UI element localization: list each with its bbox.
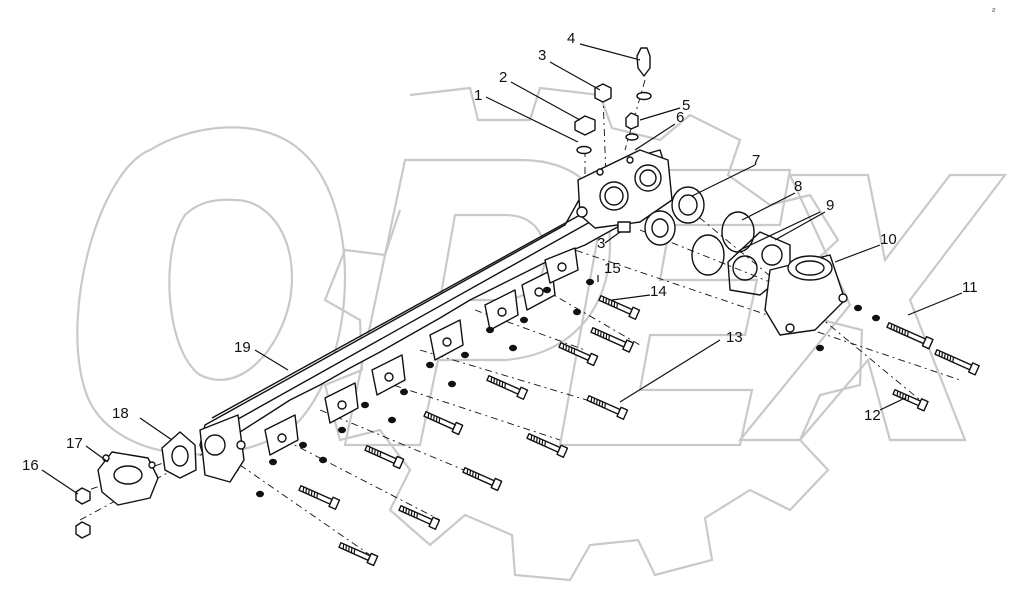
callout-15: 15: [604, 260, 621, 277]
washer: [486, 326, 494, 334]
bolt: [934, 349, 980, 376]
leader-lines: [41, 43, 963, 495]
callout-11: 11: [962, 279, 978, 296]
bolt: [486, 375, 529, 400]
bolt: [892, 389, 929, 412]
washer: [816, 344, 824, 352]
sensor-part-4: [636, 47, 652, 101]
water-manifold-part-19: [199, 149, 673, 483]
callout-3-top: 3: [538, 47, 546, 64]
washer: [509, 344, 517, 352]
callout-8: 8: [794, 178, 802, 195]
callout-19: 19: [234, 339, 251, 356]
callout-3-lower: 3: [597, 235, 605, 252]
washer: [448, 380, 456, 388]
washer: [461, 351, 469, 359]
bolt: [462, 467, 503, 492]
callout-18: 18: [112, 405, 129, 422]
bolts-parts-11-12-13-14: [298, 295, 980, 567]
plug-part-1: [574, 115, 596, 155]
callout-6: 6: [676, 109, 684, 126]
callout-7: 7: [752, 152, 760, 169]
callout-13: 13: [726, 329, 743, 346]
bolt: [364, 445, 405, 470]
washer: [854, 304, 862, 312]
bolt: [886, 322, 934, 350]
gasket-part-18: [161, 431, 197, 479]
bolt: [338, 542, 379, 567]
bolt: [586, 395, 629, 420]
washer: [520, 316, 528, 324]
callout-12: 12: [864, 407, 881, 424]
washer: [361, 401, 369, 409]
washer: [586, 278, 594, 286]
plug-part-5: [625, 112, 639, 141]
washer: [573, 308, 581, 316]
callout-9: 9: [826, 197, 834, 214]
callout-5: 5: [682, 97, 690, 114]
callout-17: 17: [66, 435, 83, 452]
bolt: [598, 295, 641, 320]
washer: [256, 490, 264, 498]
seal-ring-part-8: [691, 211, 755, 276]
washer: [299, 441, 307, 449]
callout-2: 2: [499, 69, 507, 86]
bolt: [398, 505, 441, 530]
bolt: [558, 342, 599, 367]
thermostat-part-7: [617, 186, 705, 246]
bolt: [298, 485, 341, 510]
bolt: [590, 327, 635, 353]
washer: [426, 361, 434, 369]
callout-1: 1: [474, 87, 482, 104]
elbow-part-17: [97, 451, 159, 506]
washer: [872, 314, 880, 322]
washer: [269, 458, 277, 466]
washers-parts-15: [256, 278, 880, 498]
washer: [338, 426, 346, 434]
callout-labels: 1 2 3 3 4 5 6 7 8 9 10 11 12 13 14 15 16…: [22, 30, 978, 474]
bolt: [423, 411, 464, 436]
callout-10: 10: [880, 231, 897, 248]
plug-part-3-top: [594, 83, 612, 103]
flange-screws-part-16: [75, 487, 91, 539]
callout-14: 14: [650, 283, 667, 300]
washer: [400, 388, 408, 396]
washer: [388, 416, 396, 424]
callout-16: 16: [22, 457, 39, 474]
washer: [543, 286, 551, 294]
callout-4: 4: [567, 30, 575, 47]
thermostat-housing-part-10: [764, 254, 848, 336]
corner-mark: ƨ: [992, 7, 996, 14]
washer: [319, 456, 327, 464]
bolt: [526, 433, 569, 458]
